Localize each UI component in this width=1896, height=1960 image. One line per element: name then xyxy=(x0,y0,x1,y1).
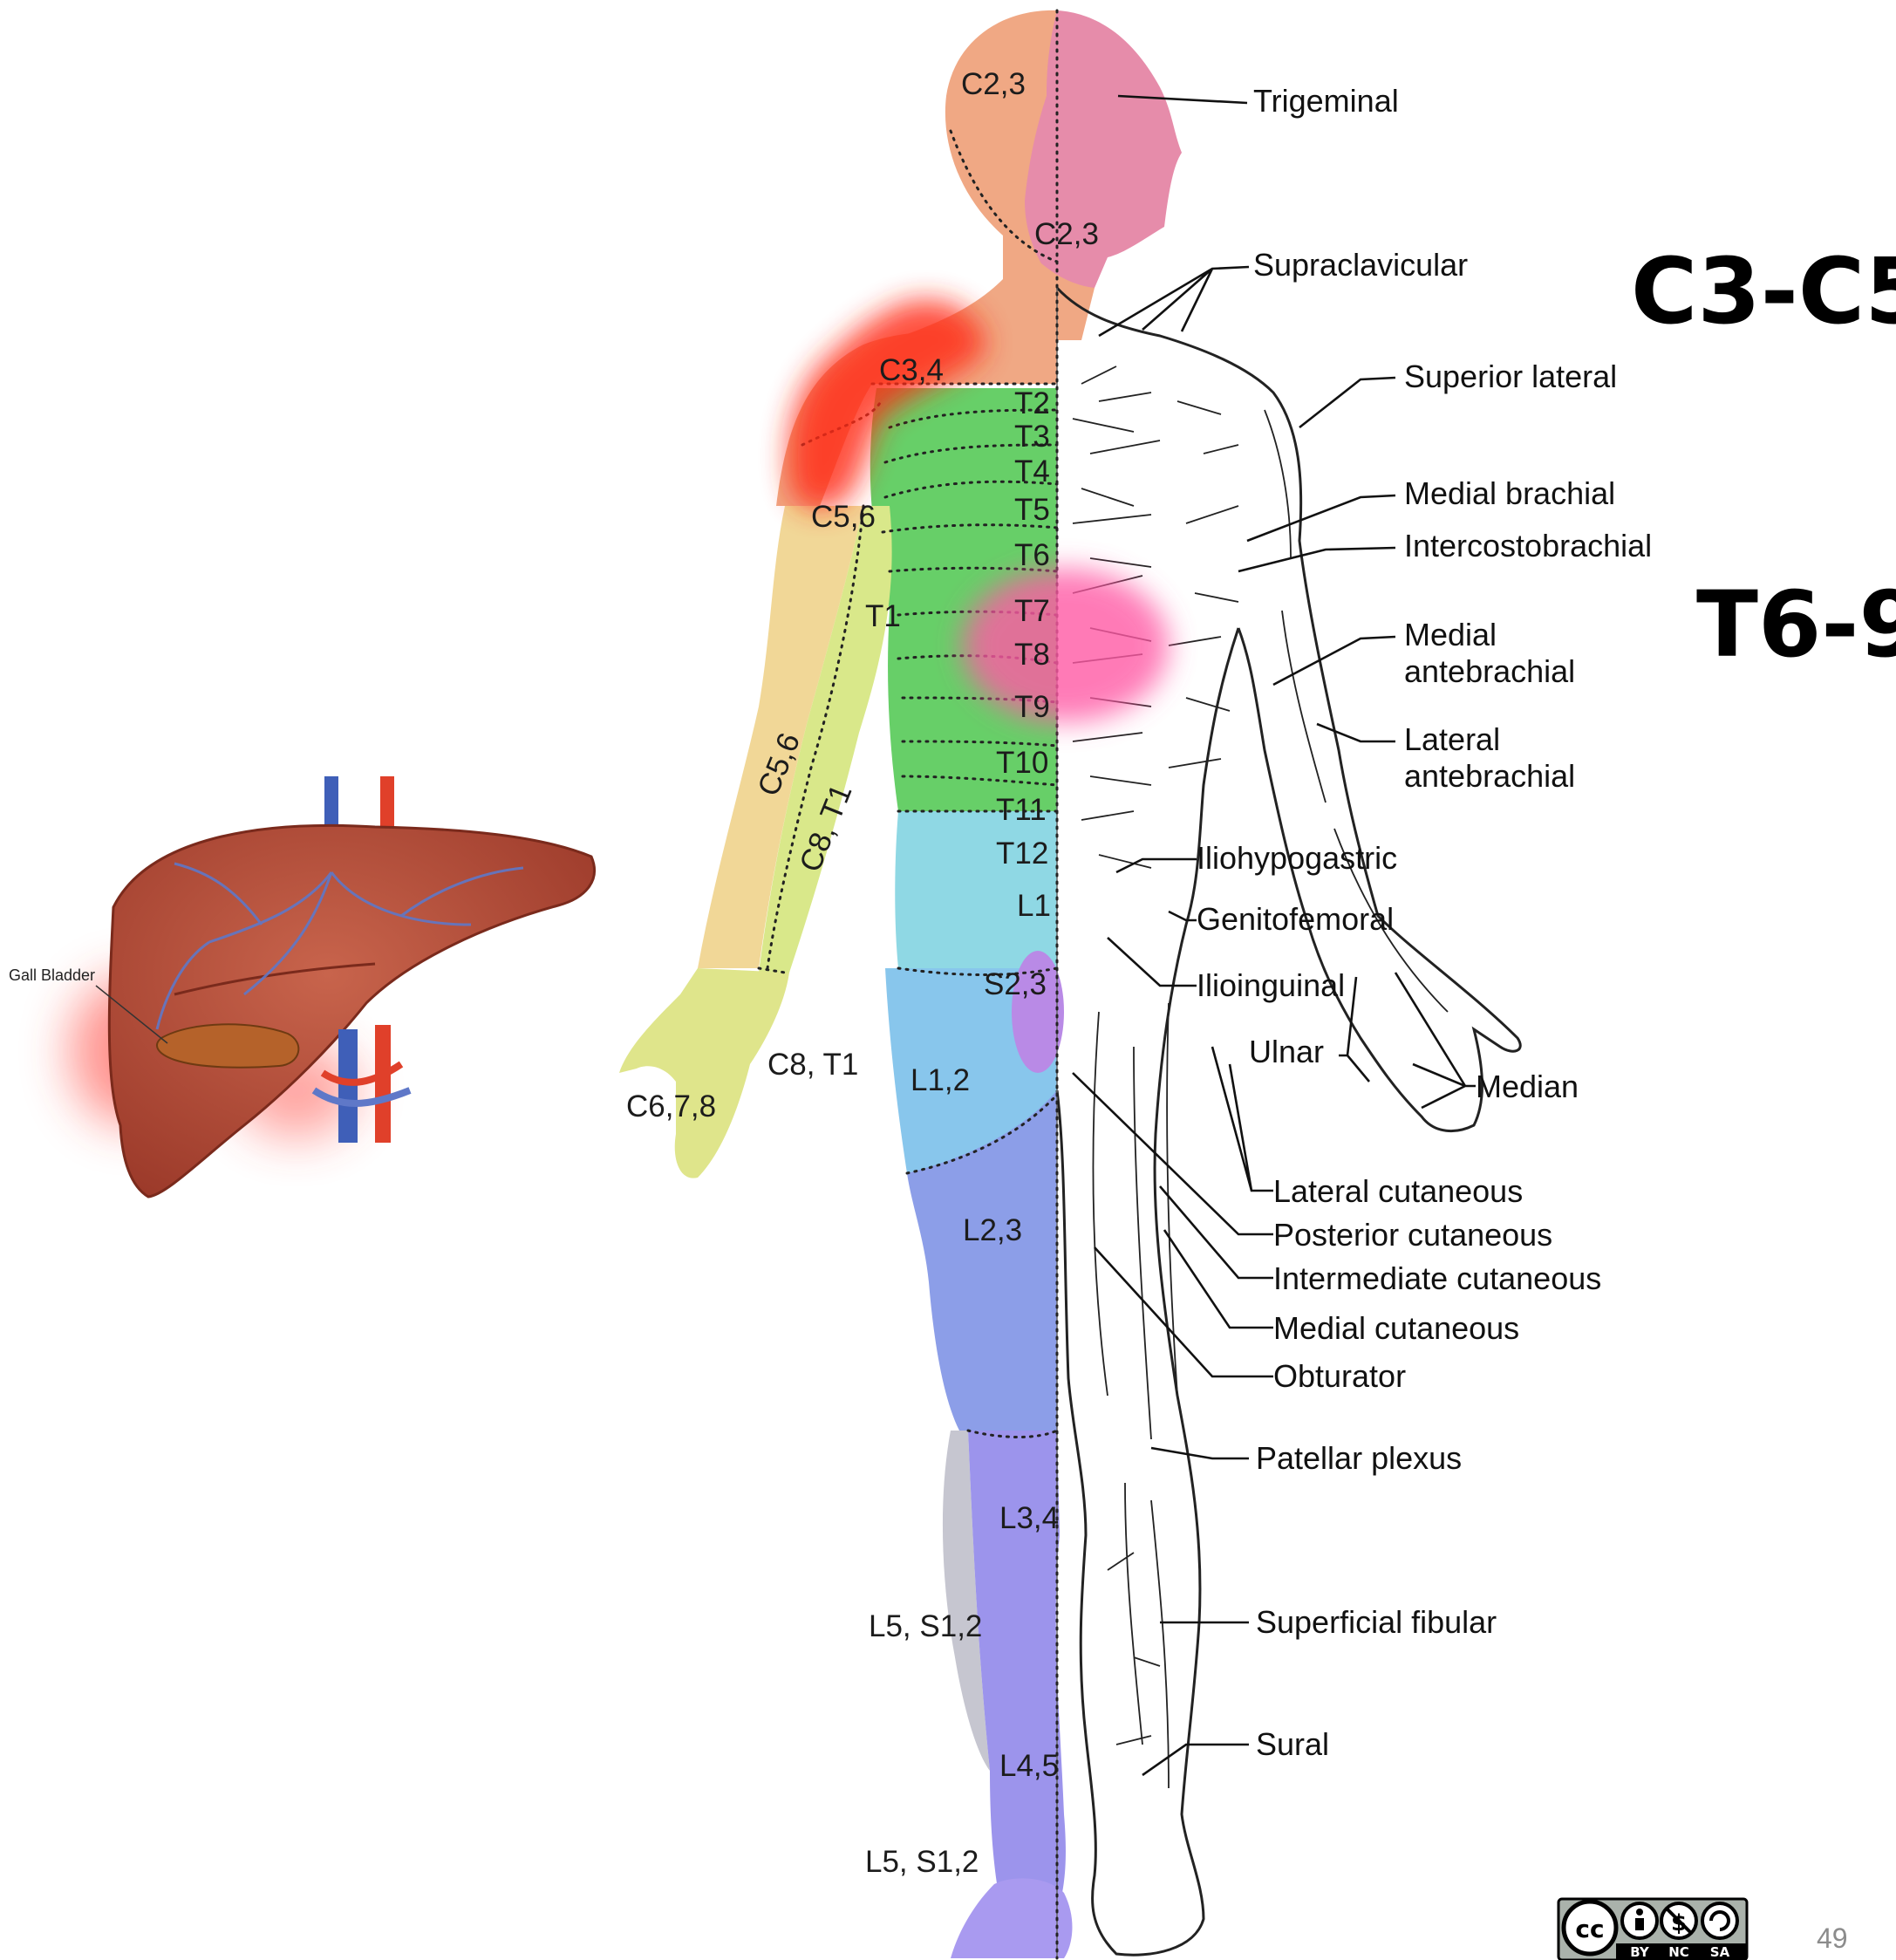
dermatome-t7: T7 xyxy=(1014,594,1050,628)
nerve-labels: Trigeminal Supraclavicular Superior late… xyxy=(1197,83,1652,1762)
nerve-intercostobrachial: Intercostobrachial xyxy=(1404,528,1652,563)
svg-text:NC: NC xyxy=(1668,1944,1689,1960)
nerve-intermediate-cutaneous: Intermediate cutaneous xyxy=(1273,1260,1601,1296)
dermatome-c678: C6,7,8 xyxy=(626,1089,716,1123)
gallbladder xyxy=(157,1024,298,1067)
nerve-median: Median xyxy=(1476,1069,1579,1104)
dermatome-t6: T6 xyxy=(1014,538,1050,572)
nerve-posterior-cutaneous: Posterior cutaneous xyxy=(1273,1217,1552,1253)
svg-text:SA: SA xyxy=(1710,1944,1730,1960)
dermatome-t3: T3 xyxy=(1014,420,1050,454)
foot xyxy=(951,1878,1072,1958)
page-number: 49 xyxy=(1817,1922,1848,1954)
nerve-lateral-cutaneous: Lateral cutaneous xyxy=(1273,1173,1523,1209)
dermatome-l45: L4,5 xyxy=(999,1749,1059,1783)
dermatome-c23-neck: C2,3 xyxy=(1034,217,1099,251)
dermatome-t4: T4 xyxy=(1014,454,1050,488)
dermatome-t1: T1 xyxy=(865,599,901,633)
nerve-medial-brachial: Medial brachial xyxy=(1404,475,1615,511)
referred-pain-t6-9: T6-9 xyxy=(1696,571,1896,678)
dermatome-t9: T9 xyxy=(1014,690,1050,724)
dermatome-c23-top: C2,3 xyxy=(961,67,1026,101)
sa-sharealike-icon xyxy=(1702,1903,1737,1938)
nerve-medial-cutaneous: Medial cutaneous xyxy=(1273,1310,1519,1346)
cutaneous-nerve-branches xyxy=(1073,366,1448,1788)
cc-license-badge: cc $ BY NC SA xyxy=(1558,1899,1747,1960)
nerve-medial-antebrachial-2: antebrachial xyxy=(1404,653,1575,689)
dermatome-c8t1-hand: C8, T1 xyxy=(767,1048,858,1082)
nerve-supraclavicular: Supraclavicular xyxy=(1253,247,1468,283)
nerve-lateral-antebrachial-2: antebrachial xyxy=(1404,758,1575,794)
dermatome-s23: S2,3 xyxy=(984,967,1047,1001)
nerve-iliohypogastric: Iliohypogastric xyxy=(1197,840,1397,876)
nerve-ilioinguinal: Ilioinguinal xyxy=(1197,967,1345,1003)
dermatome-l5s12-lower: L5, S1,2 xyxy=(865,1845,979,1879)
nerve-trigeminal: Trigeminal xyxy=(1253,83,1399,119)
nerve-superficial-fibular: Superficial fibular xyxy=(1256,1604,1497,1640)
nerve-patellar-plexus: Patellar plexus xyxy=(1256,1440,1462,1476)
hand xyxy=(619,968,789,1178)
dermatome-c56-shoulder: C5,6 xyxy=(811,500,876,534)
dermatome-t12: T12 xyxy=(996,837,1048,871)
nerve-ulnar: Ulnar xyxy=(1249,1034,1324,1069)
nerve-medial-antebrachial-1: Medial xyxy=(1404,617,1497,652)
dermatome-t2: T2 xyxy=(1014,386,1050,420)
dermatome-l5s12-upper: L5, S1,2 xyxy=(869,1609,982,1643)
svg-text:BY: BY xyxy=(1630,1944,1650,1960)
nerve-genitofemoral: Genitofemoral xyxy=(1197,901,1394,937)
svg-text:cc: cc xyxy=(1575,1915,1604,1943)
nerve-obturator: Obturator xyxy=(1273,1358,1406,1394)
dermatome-l1: L1 xyxy=(1017,889,1051,923)
dermatome-t5: T5 xyxy=(1014,493,1050,527)
dermatome-l34: L3,4 xyxy=(999,1501,1059,1535)
dermatome-l23: L2,3 xyxy=(963,1213,1022,1247)
referred-pain-c3-c5: C3-C5 xyxy=(1631,238,1896,345)
dermatome-c34: C3,4 xyxy=(879,353,944,387)
liver-inset: Gall Bladder xyxy=(9,776,595,1197)
gallbladder-label: Gall Bladder xyxy=(9,966,95,984)
dermatome-figure xyxy=(619,10,1520,1958)
dermatome-t10: T10 xyxy=(996,746,1048,780)
nerve-superior-lateral: Superior lateral xyxy=(1404,359,1617,394)
dermatome-l12: L1,2 xyxy=(910,1063,970,1097)
nerve-lateral-antebrachial-1: Lateral xyxy=(1404,721,1500,757)
dermatome-t11: T11 xyxy=(996,793,1047,827)
epigastric-pain-highlight xyxy=(963,569,1169,722)
dermatome-t8: T8 xyxy=(1014,638,1050,672)
nerve-sural: Sural xyxy=(1256,1726,1329,1762)
